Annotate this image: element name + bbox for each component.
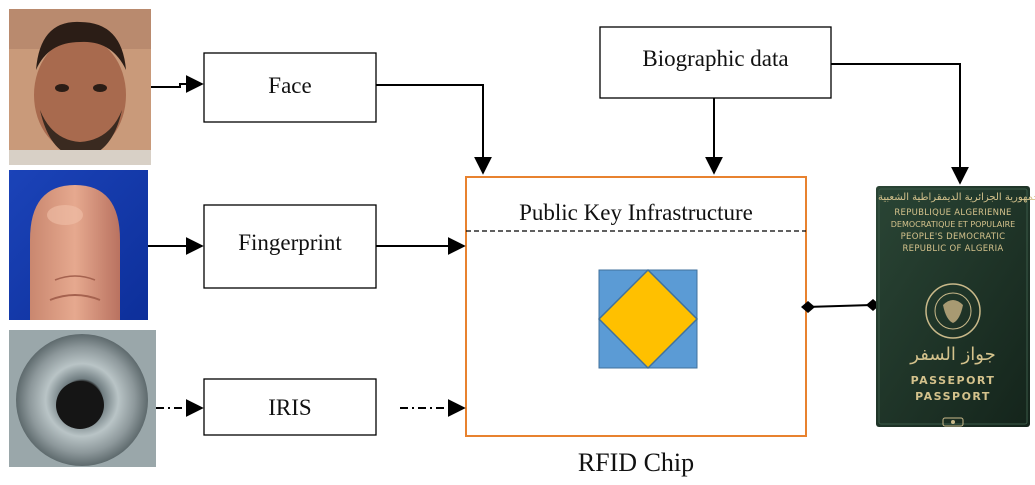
passport-en-line-1: PEOPLE'S DEMOCRATIC (900, 232, 1006, 242)
passport-image (876, 186, 1030, 427)
face-to-chip-arrow (376, 84, 492, 175)
chip-diamond (597, 268, 699, 370)
pki-label: Public Key Infrastructure (519, 200, 753, 225)
passport-title-en: PASSPORT (915, 390, 991, 403)
passport-fr-line-1: REPUBLIQUE ALGERIENNE (894, 208, 1012, 218)
passport-arabic-header: الجمهورية الجزائرية الديمقراطية الشعبية (878, 192, 1035, 203)
link-diamond-left (801, 301, 815, 313)
passport-title-fr: PASSEPORT (910, 374, 996, 387)
iris-box (203, 378, 377, 436)
chip-passport-link (805, 304, 873, 308)
passport-arabic-title: جواز السفر (910, 344, 996, 365)
finger-photo (9, 170, 148, 320)
biographic-box (599, 26, 832, 99)
biographic-to-passport-arrow (831, 63, 969, 185)
biographic-label: Biographic data (642, 46, 789, 71)
iris-photo (9, 330, 156, 467)
face-photo (9, 9, 151, 165)
face-arrow (151, 75, 204, 93)
face-label: Face (268, 73, 312, 98)
passport-fr-line-2: DEMOCRATIQUE ET POPULAIRE (890, 220, 1016, 229)
rfid-chip-caption: RFID Chip (577, 448, 695, 477)
face-box (203, 52, 377, 123)
iris-label: IRIS (268, 395, 312, 420)
passport-en-line-2: REPUBLIC OF ALGERIA (902, 244, 1004, 254)
fingerprint-label: Fingerprint (238, 230, 342, 255)
